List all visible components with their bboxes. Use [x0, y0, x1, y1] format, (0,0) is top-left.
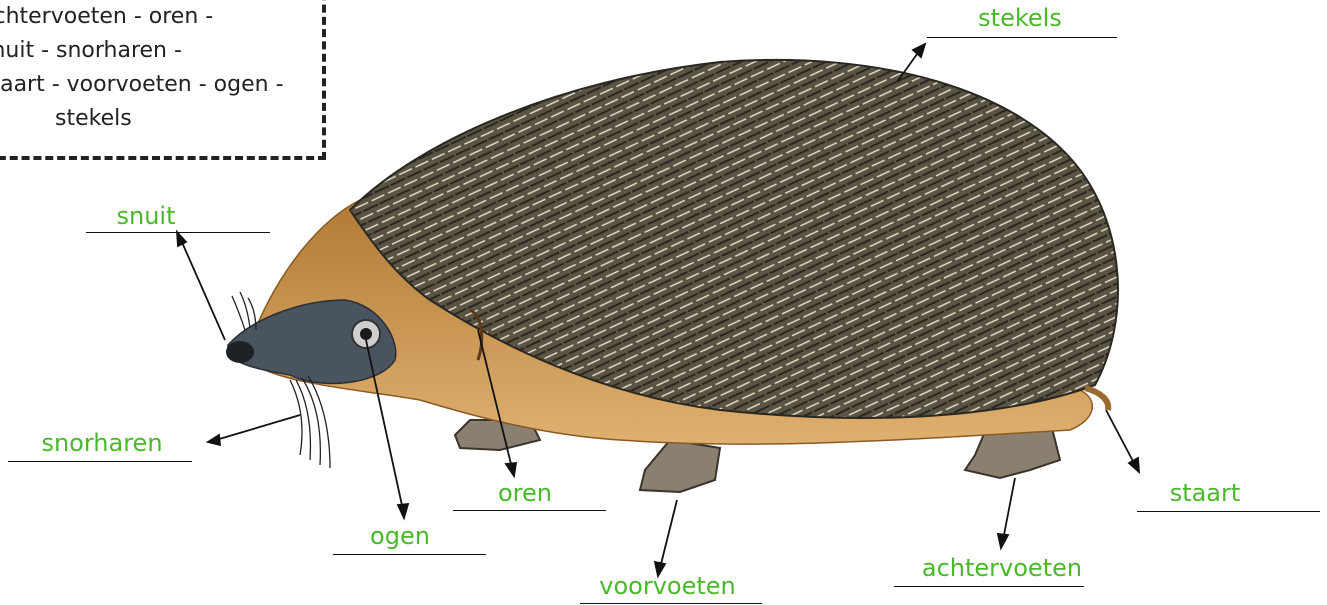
label-oren: oren [460, 479, 590, 507]
stekels-underline [927, 37, 1117, 38]
front-foot [640, 440, 720, 492]
label-staart: staart [1145, 479, 1265, 507]
label-ogen: ogen [340, 522, 460, 550]
snuit-underline [86, 232, 270, 233]
snorharen-underline [8, 461, 192, 462]
voorvoeten-underline [580, 603, 762, 604]
label-stekels: stekels [940, 4, 1100, 32]
ogen-underline [333, 554, 486, 555]
label-achtervoeten: achtervoeten [892, 554, 1112, 582]
label-snorharen: snorharen [12, 429, 192, 457]
label-snuit: snuit [86, 202, 206, 230]
achtervoeten-underline [894, 586, 1084, 587]
oren-underline [453, 510, 606, 511]
nose [226, 341, 254, 363]
label-voorvoeten: voorvoeten [580, 572, 755, 600]
staart-underline [1137, 511, 1320, 512]
